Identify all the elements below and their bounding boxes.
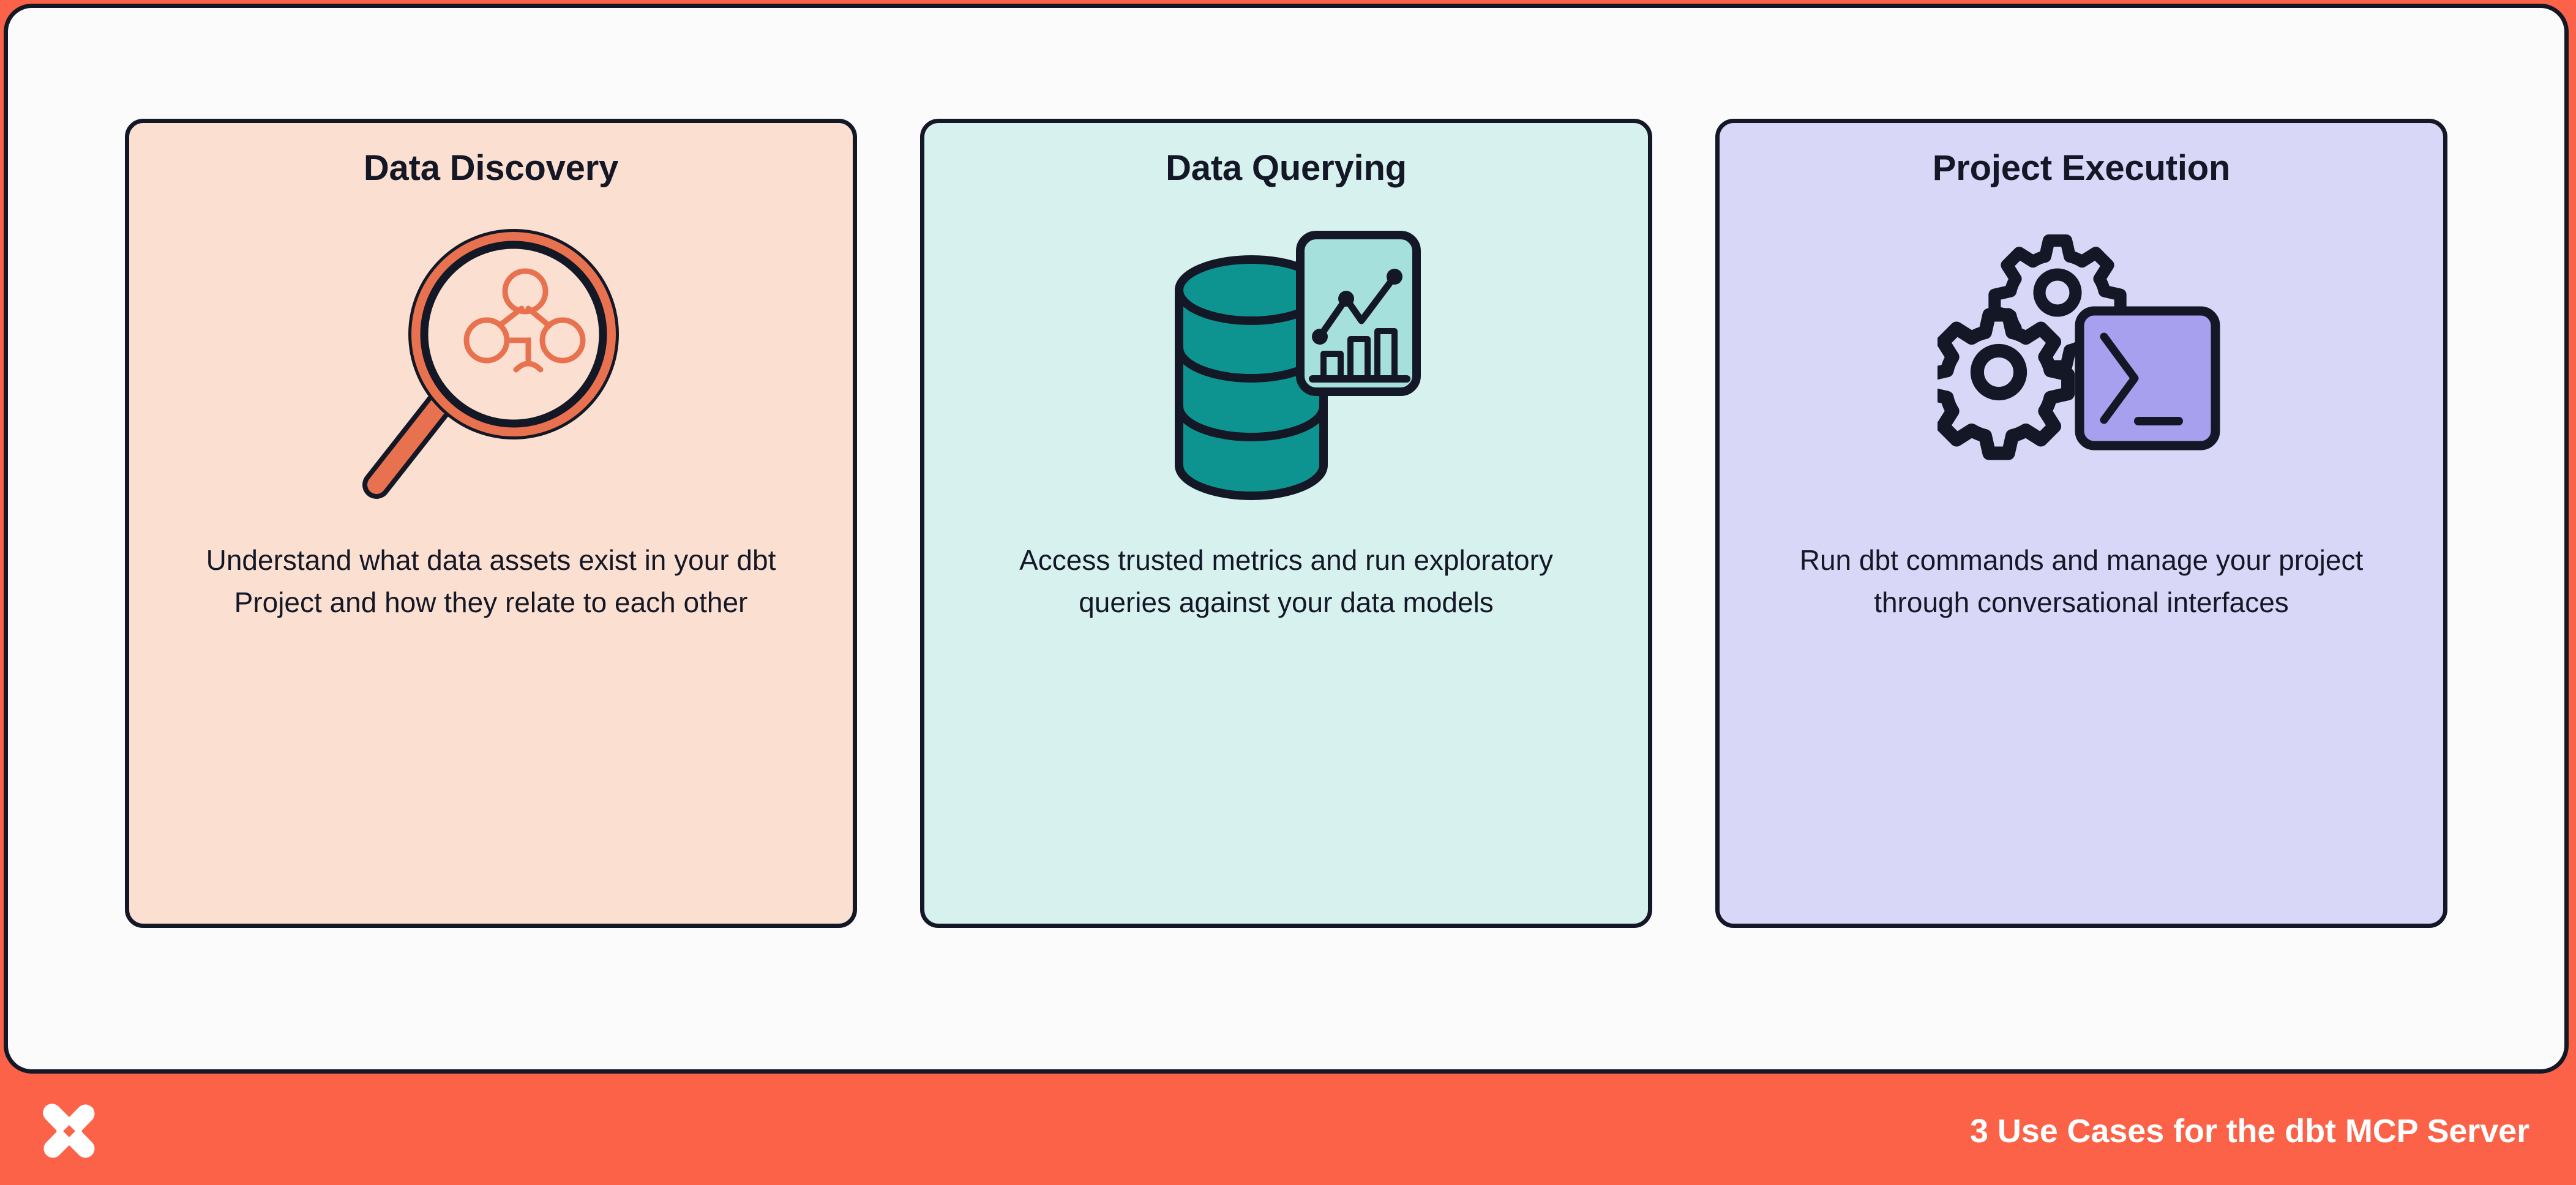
- card-body-wrap: Access trusted metrics and run explorato…: [957, 533, 1615, 891]
- card-body: Understand what data assets exist in you…: [206, 544, 776, 618]
- dbt-logo-icon: [33, 1095, 105, 1167]
- card-title: Data Discovery: [363, 148, 619, 188]
- card-title: Project Execution: [1932, 148, 2231, 188]
- gears-terminal-icon: [1753, 209, 2410, 533]
- footer-caption: 3 Use Cases for the dbt MCP Server: [1970, 1113, 2529, 1149]
- card-title: Data Querying: [1166, 148, 1407, 188]
- gear-icon: [1938, 308, 2075, 460]
- card-body-wrap: Understand what data assets exist in you…: [162, 533, 820, 891]
- use-case-card-grid: Data Discovery: [125, 119, 2447, 928]
- use-case-card-data-discovery[interactable]: Data Discovery: [125, 119, 857, 928]
- card-body: Access trusted metrics and run explorato…: [1019, 544, 1553, 618]
- card-body-wrap: Run dbt commands and manage your project…: [1753, 533, 2410, 891]
- database-analytics-icon: [957, 209, 1615, 533]
- card-body: Run dbt commands and manage your project…: [1799, 544, 2364, 618]
- magnifying-glass-lineage-icon: [162, 209, 820, 533]
- terminal-window-icon: [2075, 306, 2220, 450]
- use-case-card-project-execution[interactable]: Project Execution: [1715, 119, 2447, 928]
- footer-bar: 3 Use Cases for the dbt MCP Server: [0, 1077, 2576, 1185]
- use-case-card-data-querying[interactable]: Data Querying: [920, 119, 1652, 928]
